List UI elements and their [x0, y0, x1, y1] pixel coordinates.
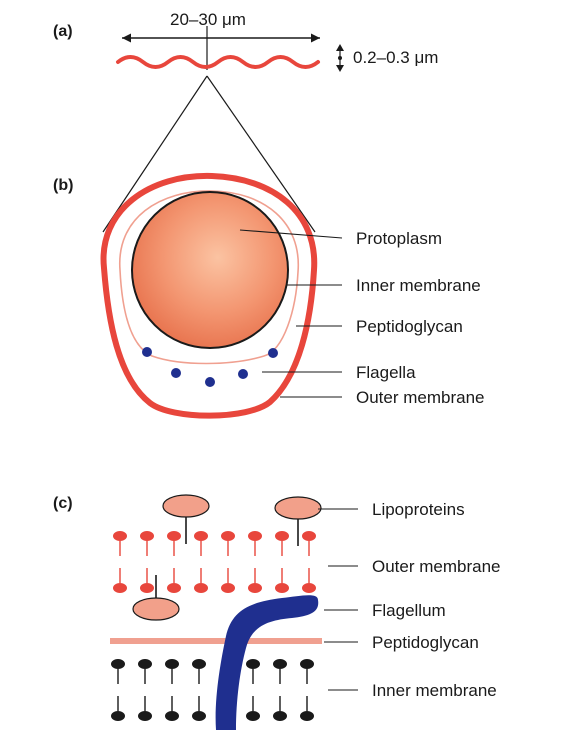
label-peptidoglycan-b: Peptidoglycan — [356, 317, 463, 336]
panel-b-label: (b) — [53, 177, 73, 194]
label-flagella: Flagella — [356, 363, 416, 382]
label-lipoproteins: Lipoproteins — [372, 500, 465, 519]
label-inner-membrane-c: Inner membrane — [372, 681, 497, 700]
inner-membrane-bilayer — [111, 659, 314, 721]
phospholipid-pair — [221, 531, 235, 593]
flagellum-dot — [171, 368, 181, 378]
phospholipid-pair — [111, 659, 125, 721]
phospholipid-pair — [302, 531, 316, 593]
phospholipid-pair — [300, 659, 314, 721]
spirochete-wave — [118, 57, 318, 67]
flagellum-dot — [142, 347, 152, 357]
phospholipid-pair — [273, 659, 287, 721]
label-outer-membrane-b: Outer membrane — [356, 388, 485, 407]
phospholipid-pair — [275, 531, 289, 593]
length-label: 20–30 μm — [170, 10, 246, 29]
phospholipid-pair — [138, 659, 152, 721]
length-dimension-arrow — [122, 26, 320, 70]
flagellum-dot — [238, 369, 248, 379]
phospholipid-pair — [248, 531, 262, 593]
flagellum-dot — [205, 377, 215, 387]
width-label: 0.2–0.3 μm — [353, 48, 438, 67]
width-dimension-arrow — [336, 44, 344, 72]
outer-membrane-bilayer — [113, 531, 316, 593]
label-flagellum: Flagellum — [372, 601, 446, 620]
panel-c-label: (c) — [53, 495, 73, 512]
phospholipid-pair — [165, 659, 179, 721]
label-inner-membrane-b: Inner membrane — [356, 276, 481, 295]
peptidoglycan-band — [110, 638, 322, 644]
label-outer-membrane-c: Outer membrane — [372, 557, 501, 576]
protoplasm — [132, 192, 288, 348]
panel-a-label: (a) — [53, 23, 73, 40]
phospholipid-pair — [194, 531, 208, 593]
flagellum-dot — [268, 348, 278, 358]
phospholipid-pair — [246, 659, 260, 721]
lipoprotein — [133, 575, 179, 620]
label-protoplasm: Protoplasm — [356, 229, 442, 248]
phospholipid-pair — [167, 531, 181, 593]
phospholipid-pair — [192, 659, 206, 721]
label-peptidoglycan-c: Peptidoglycan — [372, 633, 479, 652]
phospholipid-pair — [113, 531, 127, 593]
panel-c-leader-lines — [318, 509, 358, 690]
phospholipid-pair — [140, 531, 154, 593]
